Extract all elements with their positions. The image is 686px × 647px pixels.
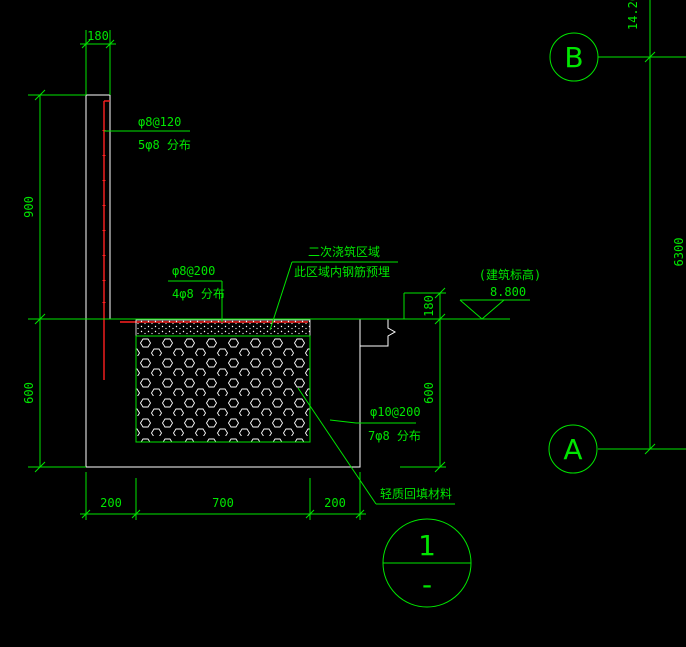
elevation-label: (建筑标高) <box>479 267 541 282</box>
lightweight-fill-zone <box>135 335 311 443</box>
axis-b-bubble <box>549 32 599 82</box>
rebar-base-spacing: φ10@200 <box>370 405 421 419</box>
rebar-wall-spacing: φ8@120 <box>138 115 181 129</box>
bottom-dimension <box>80 472 366 520</box>
elevation-marker <box>459 299 530 320</box>
second-pour-zone <box>135 319 311 337</box>
rebar-base-dist: 7φ8 分布 <box>368 429 421 443</box>
dim-top-width: 180 <box>87 29 109 43</box>
axis-a-bubble <box>548 424 598 474</box>
dim-step-lower: 600 <box>422 382 436 404</box>
leader-base-rebar <box>329 419 416 424</box>
left-dimension <box>28 89 86 473</box>
top-dimension <box>80 30 116 95</box>
rebar-slab-dist: 4φ8 分布 <box>172 287 225 301</box>
dim-bottom-center: 700 <box>212 496 234 510</box>
dim-bottom-left: 200 <box>100 496 122 510</box>
rebar-wall-dist: 5φ8 分布 <box>138 138 191 152</box>
second-pour-line2: 此区域内钢筋预埋 <box>294 264 390 279</box>
axis-a-label: A <box>563 433 582 466</box>
leader-fill-material <box>297 387 455 505</box>
step-dimension <box>400 287 446 473</box>
section-mark <box>382 518 472 608</box>
section-sheet: - <box>422 568 432 601</box>
dim-height-upper: 900 <box>22 196 36 218</box>
leader-second-pour <box>269 261 398 331</box>
leader-slab-rebar <box>168 280 223 322</box>
dim-bottom-right: 200 <box>324 496 346 510</box>
dim-right-total: 6300 <box>672 238 686 267</box>
second-pour-line1: 二次浇筑区域 <box>308 244 380 259</box>
fill-material-label: 轻质回填材料 <box>380 487 452 501</box>
dim-height-lower: 600 <box>22 382 36 404</box>
elevation-value: 8.800 <box>490 285 526 299</box>
section-number: 1 <box>418 529 436 562</box>
dim-step-upper: 180 <box>422 295 436 317</box>
axis-b-label: B <box>564 41 583 74</box>
rebar-slab-spacing: φ8@200 <box>172 264 215 278</box>
axis-lines <box>598 0 686 455</box>
dim-right-top-partial: 14.20 <box>626 0 640 30</box>
